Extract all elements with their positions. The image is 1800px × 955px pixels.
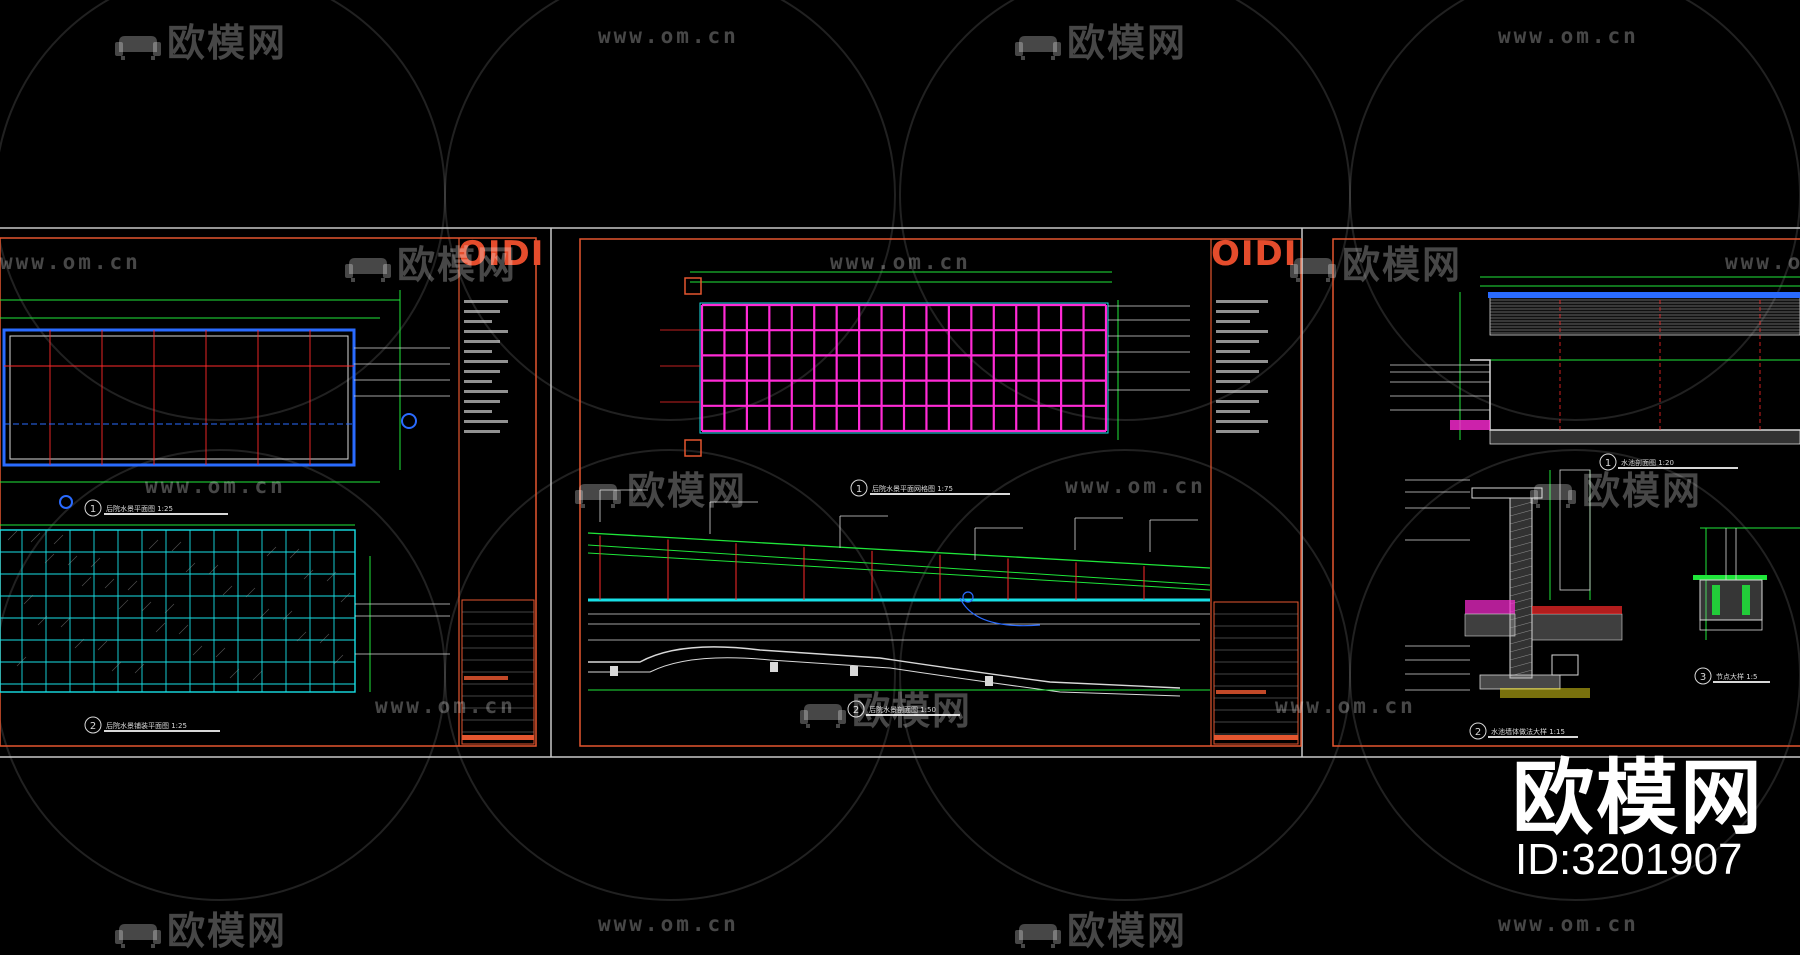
sheet-3-frame: [1332, 238, 1800, 747]
sheet-3-pool-section: [1390, 276, 1800, 445]
sheet-1-tile-plan: [0, 524, 450, 693]
watermark-url: www.om.cn: [1725, 250, 1800, 274]
watermark-brand-text: 欧模网: [1067, 21, 1188, 65]
corner-brand-name: 欧模网: [1512, 751, 1765, 846]
callout-bubble: [84, 716, 102, 734]
sheet-2-title-block: [1213, 300, 1299, 745]
sheet-1-pool-plan: [0, 290, 450, 509]
callout-number: 1: [856, 484, 862, 495]
watermark-brand-text: 欧模网: [852, 689, 973, 733]
watermark-url: www.om.cn: [0, 250, 141, 274]
sheet-2: 1 后院水景平面网格图 1:75 2 后院水景剖面图 1:50: [579, 238, 1302, 747]
watermark-brand-text: 欧模网: [1582, 469, 1703, 513]
sheet-2-grid-plan: [660, 271, 1190, 457]
callout-bubble: [1469, 722, 1487, 740]
callout-title: 水池剖面图 1:20: [1621, 458, 1674, 467]
callout-bubble: [84, 499, 102, 517]
watermark-brand: 欧模网: [1015, 900, 1187, 955]
callout-bubble: [1694, 667, 1712, 685]
watermark-brand: 欧模网: [575, 460, 747, 515]
watermark-url: www.om.cn: [375, 694, 516, 718]
corner-brand-id: ID:3201907: [1515, 835, 1743, 884]
watermark-brand: 欧模网: [1530, 460, 1702, 515]
sheet-2-frame: [579, 238, 1302, 747]
watermark-brand: 欧模网: [115, 12, 287, 67]
watermark-brand: 欧模网: [1290, 234, 1462, 289]
sheet-2-logo: OIDI: [1211, 234, 1298, 274]
watermark-url: www.om.cn: [598, 912, 739, 936]
watermark-url: www.om.cn: [1498, 24, 1639, 48]
watermark-circles: [0, 0, 1800, 901]
callout-title: 节点大样 1:5: [1716, 672, 1758, 681]
callout-title: 后院水景平面图 1:25: [106, 504, 173, 513]
callout-number: 1: [1605, 458, 1611, 469]
callout-number: 2: [1475, 727, 1481, 738]
sheet-3-wall-detail: [1405, 469, 1623, 698]
watermark-url: www.om.cn: [1065, 474, 1206, 498]
callout-number: 2: [90, 721, 96, 732]
watermark-brand: 欧模网: [345, 234, 517, 289]
sheet-2-section: [587, 489, 1211, 697]
callout-bubble: [850, 479, 868, 497]
sheet-1: 1 后院水景平面图 1:25 2 后院水景铺装平面图 1:25: [0, 237, 537, 747]
sheet-3-node-detail: [1693, 527, 1800, 640]
callout-bubble: [1599, 453, 1617, 471]
sheet-1-logo: OIDI: [458, 234, 545, 274]
callout-number: 1: [90, 504, 96, 515]
watermark-url: www.om.cn: [145, 474, 286, 498]
watermark-brand-text: 欧模网: [1342, 243, 1463, 287]
callout-number: 2: [853, 705, 859, 716]
watermark-brand: 欧模网: [115, 900, 287, 955]
watermark-brand: 欧模网: [800, 680, 972, 735]
watermark-url: www.om.cn: [1275, 694, 1416, 718]
callout-title: 后院水景剖面图 1:50: [869, 705, 936, 714]
callout-number: 3: [1700, 672, 1706, 683]
watermark-brand-text: 欧模网: [167, 909, 288, 953]
callout-title: 水池墙体做法大样 1:15: [1491, 727, 1565, 736]
watermark-url: www.om.cn: [830, 250, 971, 274]
watermark-brand-text: 欧模网: [397, 243, 518, 287]
callout-title: 后院水景平面网格图 1:75: [872, 484, 953, 493]
watermark-url: www.om.cn: [598, 24, 739, 48]
sheet-1-title-block: [461, 300, 535, 745]
callout-title: 后院水景铺装平面图 1:25: [106, 721, 187, 730]
watermark-brand: 欧模网: [1015, 12, 1187, 67]
callout-bubble: [847, 700, 865, 718]
sheet-1-frame: [0, 237, 537, 747]
watermark-brand-text: 欧模网: [167, 21, 288, 65]
watermark-url: www.om.cn: [1498, 912, 1639, 936]
watermark-brand-text: 欧模网: [627, 469, 748, 513]
watermark-brand-text: 欧模网: [1067, 909, 1188, 953]
sheet-3: 1 水池剖面图 1:20 2 水池墙体做法大样 1:15: [1332, 238, 1800, 747]
